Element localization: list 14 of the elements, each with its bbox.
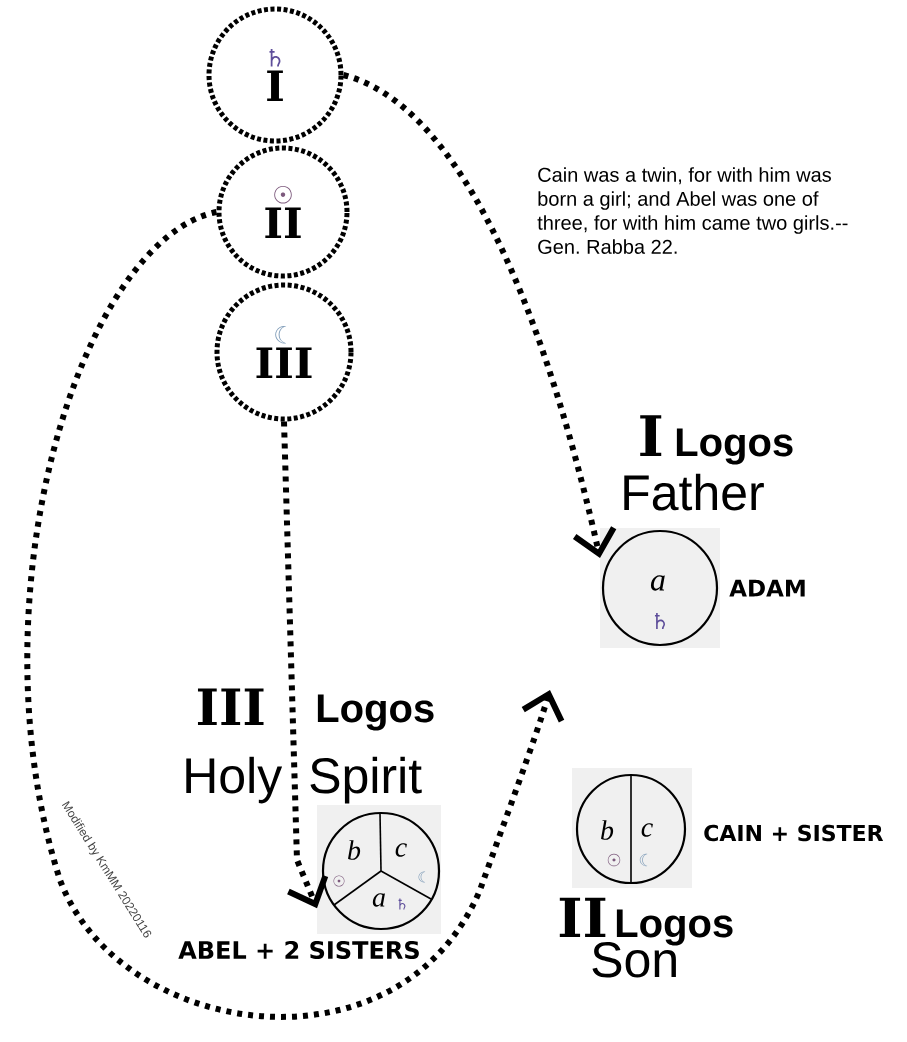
name-label: ABEL + 2 SISTERS [178,940,419,960]
name-label: CAIN + SISTER [704,824,884,842]
roman-numeral: III [197,688,264,725]
arrow [281,421,329,909]
quote-text: Cain was a twin, for with him was born a girl; and Abel was one of three, for with him came two girls.-- Gen. Rabba 22. [537,167,848,254]
name-label: ADAM [729,579,805,597]
arrow [24,209,565,1020]
arrow [342,72,617,558]
heading-text: Logos [317,694,434,731]
roman-numeral: I [640,415,662,456]
handwritten-label: Holy Spirit [186,756,422,804]
roman-numeral: II [559,897,606,937]
heading-text: Logos [676,428,793,465]
handwritten-label: Father [624,473,764,511]
